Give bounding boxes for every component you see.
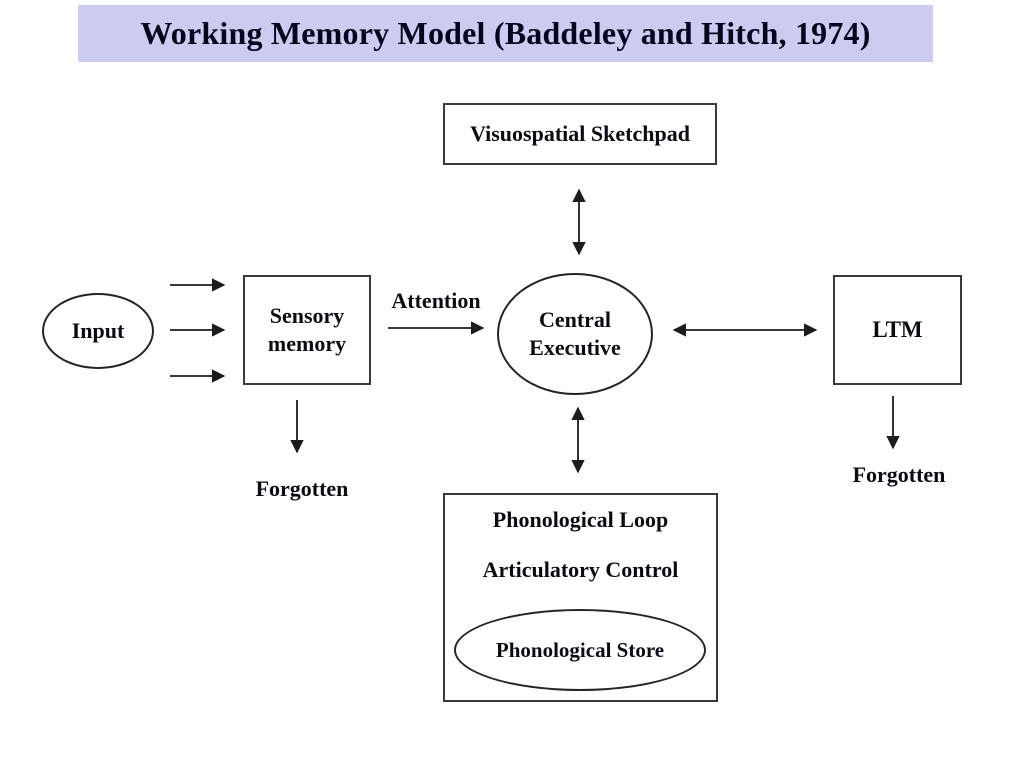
sensory-memory-box: Sensory memory <box>243 275 371 385</box>
input-ellipse: Input <box>42 293 154 369</box>
phonological-loop-box: Phonological Loop Articulatory Control P… <box>443 493 718 702</box>
articulatory-control-label: Articulatory Control <box>482 557 679 582</box>
forgotten-label-ltm: Forgotten <box>852 462 946 487</box>
phonological-store-ellipse: Phonological Store <box>454 609 706 691</box>
attention-label: Attention <box>391 288 481 313</box>
central-executive-ellipse: Central Executive <box>497 273 653 395</box>
phonological-loop-label: Phonological Loop <box>492 507 669 532</box>
ltm-box: LTM <box>833 275 962 385</box>
slide-title: Working Memory Model (Baddeley and Hitch… <box>78 5 933 62</box>
forgotten-label-sensory: Forgotten <box>255 476 349 501</box>
visuospatial-sketchpad-box: Visuospatial Sketchpad <box>443 103 717 165</box>
